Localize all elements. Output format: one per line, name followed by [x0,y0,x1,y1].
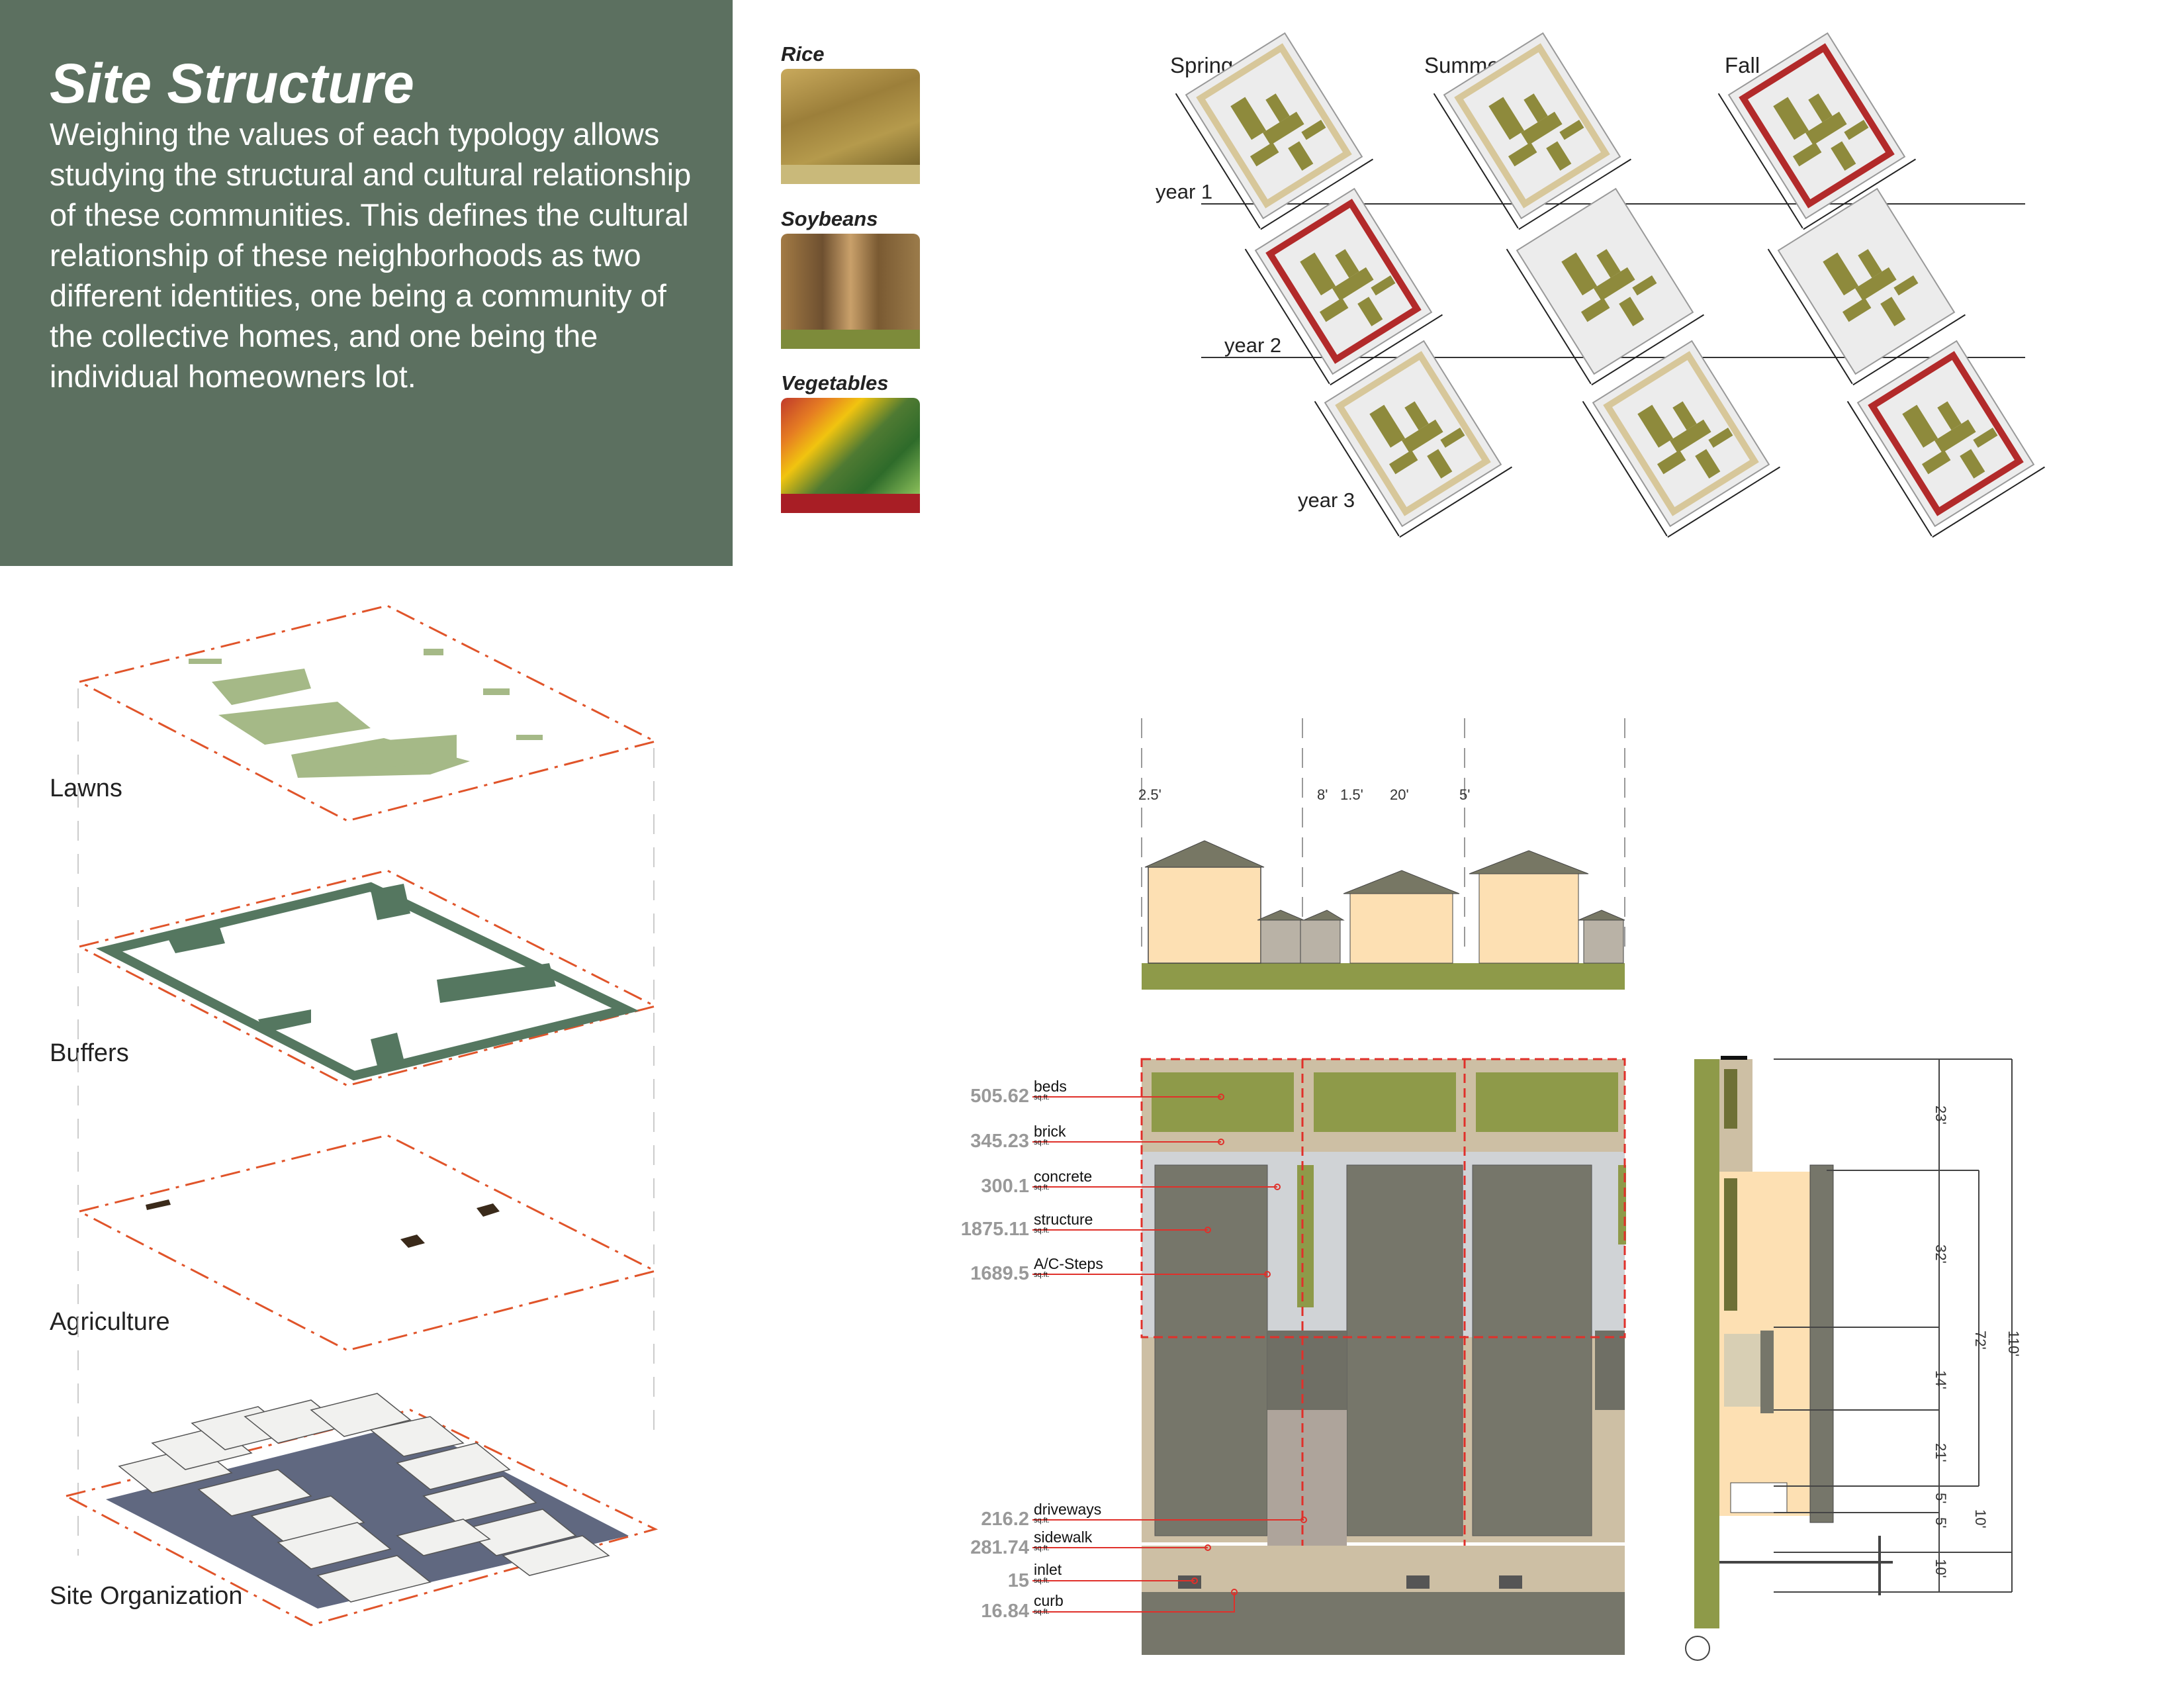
dim-20: 20' [1390,786,1409,803]
rice-photo [781,69,920,165]
qty-concrete-value: 300.1 [981,1176,1029,1197]
lot-y1-spring [1176,23,1373,229]
sdim-5a: 5' [1933,1493,1949,1504]
lot-y1-fall [1719,23,1916,229]
sdim-23: 23' [1933,1105,1949,1125]
layer-agriculture [76,1134,659,1352]
qty-sidewalk-value: 281.74 [970,1537,1029,1558]
layer-lawns-label: Lawns [50,774,122,802]
sdim-72: 72' [1972,1331,1989,1350]
crop-vegetables: Vegetables [781,371,922,513]
crop-vegetables-label: Vegetables [781,371,889,395]
layer-lawns [76,604,659,822]
lot-y3-fall [1848,331,2045,537]
sdim-14: 14' [1933,1370,1949,1389]
sdim-10b: 10' [1933,1559,1949,1578]
season-fall: Fall [1725,53,1760,77]
vegetables-color-bar [781,494,920,513]
dim-2-5: 2.5' [1138,786,1161,803]
sdim-32: 32' [1933,1244,1949,1264]
qty-structure-value: 1875.11 [960,1219,1029,1240]
year-2-label: year 2 [1224,334,1282,357]
quantity-leaders [1032,1094,1307,1613]
year-1-label: year 1 [1156,180,1213,203]
intro-text: Weighing the values of each typology all… [50,117,692,394]
sdim-110: 110' [2005,1331,2022,1357]
qty-beds-value: 505.62 [970,1086,1029,1107]
block-plan [1140,1058,1626,1655]
lot-y3-spring [1315,331,1512,537]
layer-buffers [76,869,659,1087]
dim-8: 8' [1317,786,1328,803]
layer-site-organization [63,1393,659,1626]
qty-driveways-value: 216.2 [981,1509,1029,1530]
lot-y1-summer [1434,23,1631,229]
building-section [1685,1056,2013,1661]
rice-color-bar [781,165,920,184]
dim-5: 5' [1459,786,1471,803]
soybeans-photo [781,234,920,330]
vegetables-photo [781,398,920,494]
lot-y3-summer [1583,331,1780,537]
intro-panel: Site Structure Weighing the values of ea… [0,0,733,566]
soybeans-color-bar [781,330,920,349]
layer-buffers-label: Buffers [50,1039,129,1067]
crop-soybeans: Soybeans [781,207,922,349]
crop-soybeans-label: Soybeans [781,207,878,230]
qty-curb-value: 16.84 [981,1601,1029,1622]
lot-y2-spring [1246,179,1443,385]
layer-site-organization-label: Site Organization [50,1582,243,1610]
sdim-21: 21' [1933,1443,1949,1462]
year-3-label: year 3 [1298,489,1355,512]
qty-inlet-value: 15 [1007,1570,1029,1591]
street-elevation [1141,718,1625,990]
sdim-10a: 10' [1972,1509,1989,1528]
page-title: Site Structure [50,52,414,115]
layer-agriculture-label: Agriculture [50,1308,170,1336]
dim-1-5: 1.5' [1340,786,1363,803]
crop-rice: Rice [781,42,922,184]
qty-ac-steps-value: 1689.5 [970,1263,1029,1284]
crop-rice-label: Rice [781,42,825,66]
sdim-5b: 5' [1933,1517,1949,1528]
qty-brick-value: 345.23 [970,1131,1029,1152]
